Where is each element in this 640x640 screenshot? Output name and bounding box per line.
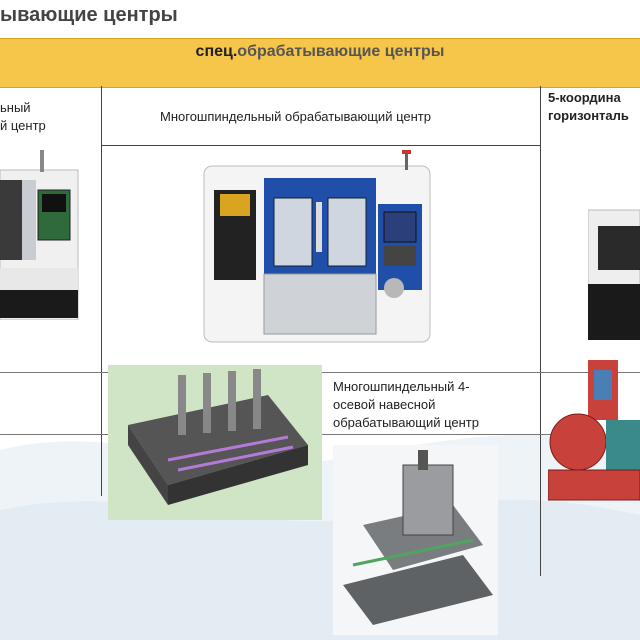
left-title-line1: ьный bbox=[0, 100, 31, 115]
caption-line3: обрабатывающий центр bbox=[333, 415, 479, 430]
caption-line1: Многошпиндельный 4- bbox=[333, 379, 470, 394]
caption-line2: осевой навесной bbox=[333, 397, 436, 412]
band-title: спец.обрабатывающие центры bbox=[0, 43, 640, 61]
middle-column-title: Многошпиндельный обрабатывающий центр bbox=[160, 109, 431, 124]
right-column-title: 5-координа горизонталь bbox=[548, 89, 629, 125]
header-band: спец.обрабатывающие центры bbox=[0, 38, 640, 88]
grid-line bbox=[540, 86, 541, 576]
fixture-assembly-image bbox=[108, 365, 322, 520]
band-title-suffix: обрабатывающие центры bbox=[237, 43, 445, 60]
right-title-line2: горизонталь bbox=[548, 108, 629, 123]
left-title-line2: й центр bbox=[0, 118, 46, 133]
left-column-title: ьный й центр bbox=[0, 99, 46, 135]
grid-line bbox=[101, 145, 540, 146]
multi-spindle-machine-image bbox=[203, 150, 431, 343]
slide-title: ывающие центры bbox=[0, 4, 178, 26]
band-title-prefix: спец. bbox=[195, 43, 238, 60]
right-title-line1: 5-координа bbox=[548, 90, 621, 105]
right-machine-image bbox=[588, 209, 640, 340]
left-machine-image bbox=[0, 150, 79, 320]
rotary-table-image bbox=[548, 360, 640, 501]
four-axis-caption: Многошпиндельный 4- осевой навесной обра… bbox=[333, 378, 479, 432]
grid-line bbox=[101, 86, 102, 496]
four-axis-machine-image bbox=[333, 445, 498, 635]
